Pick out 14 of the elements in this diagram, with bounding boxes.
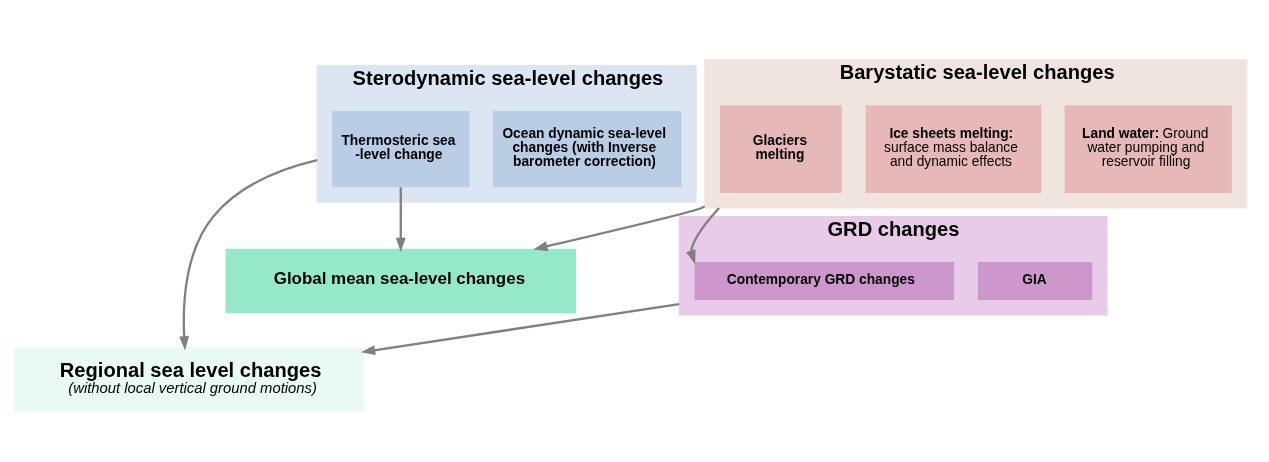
node-box: Glaciers melting bbox=[720, 104, 842, 193]
arrow bbox=[179, 158, 318, 350]
node-box: Thermosteric sea -level change bbox=[331, 110, 470, 187]
arrow bbox=[533, 204, 706, 251]
arrow bbox=[395, 186, 406, 252]
node-box: Ice sheets melting: surface mass balance and dynamic effects bbox=[865, 104, 1042, 193]
arrow bbox=[360, 302, 680, 355]
node-box: Ocean dynamic sea-level changes (with Inverse barometer correction) bbox=[492, 110, 682, 187]
node-box: Land water: Ground water pumping and reservoir filling bbox=[1064, 104, 1232, 193]
node-box: Global mean sea-level changes bbox=[225, 248, 576, 313]
arrow bbox=[686, 206, 720, 264]
node-box: Contemporary GRD changes bbox=[694, 261, 954, 300]
node-box: GIA bbox=[977, 261, 1093, 300]
node-box: Regional sea level changes (without local vertical ground motions) bbox=[13, 346, 365, 412]
